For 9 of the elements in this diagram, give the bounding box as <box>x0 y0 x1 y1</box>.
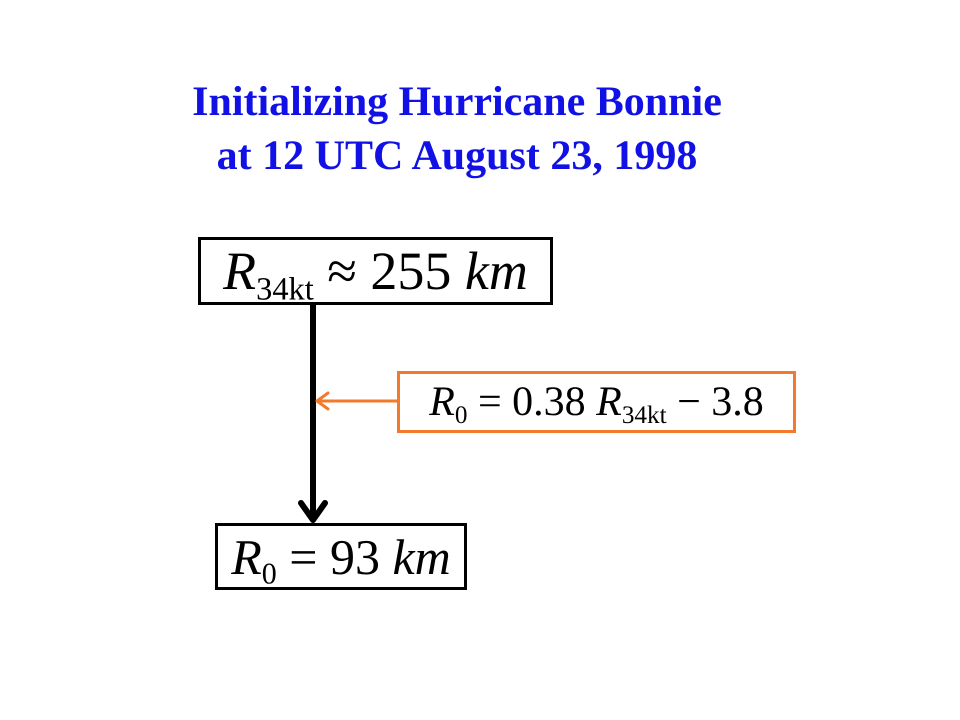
formula: R$_{0}$ = 93 km <box>231 532 451 582</box>
title: Initializing Hurricane Bonnie at 12 UTC August 23, 1998 <box>191 78 723 181</box>
formula: R$_{34kt}$ ≈ 255 km <box>223 244 528 298</box>
arrow <box>298 305 328 523</box>
formula-box <box>215 523 467 590</box>
formula-box <box>397 371 796 433</box>
formula: R$_{0}$ = 0.38 R$_{34kt}$ − 3.8 <box>429 381 764 423</box>
arrow <box>316 392 397 410</box>
formula-box <box>198 237 553 305</box>
